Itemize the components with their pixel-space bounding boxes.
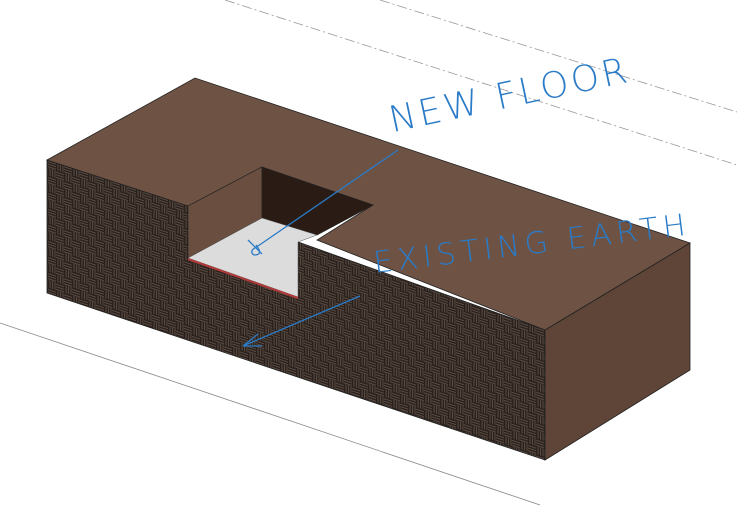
existing-earth-leader: [242, 295, 361, 347]
earth-block[interactable]: [46, 77, 691, 461]
annotation-leaders: [242, 149, 399, 347]
floor-edge: [187, 258, 299, 299]
new-floor-leader: [247, 149, 399, 256]
